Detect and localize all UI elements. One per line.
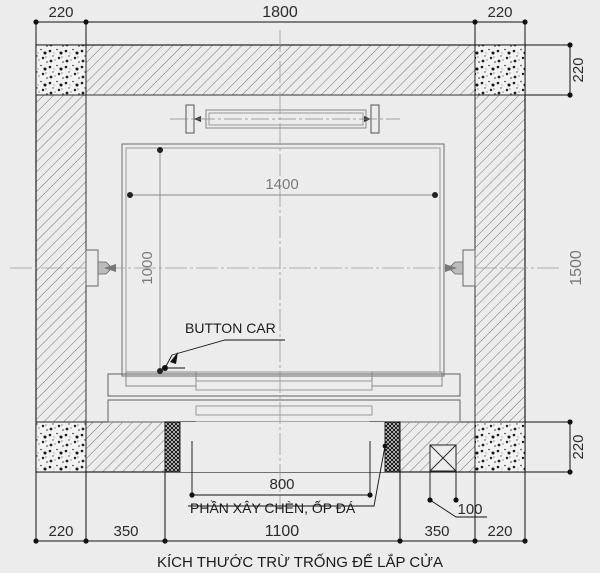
dim-top-left-220: 220 bbox=[48, 4, 73, 21]
dim-right-bottom-220: 220 bbox=[570, 434, 587, 459]
dimension-right: 220 1500 220 bbox=[525, 42, 587, 475]
car-inner-rect bbox=[125, 147, 441, 373]
dim-1400-label: 1400 bbox=[265, 176, 298, 193]
dim-800-label: 800 bbox=[269, 476, 294, 493]
infill-stone-label: PHẦN XÂY CHÈN, ỐP ĐÁ bbox=[190, 499, 356, 516]
door-opening-gap bbox=[180, 422, 385, 472]
annotation-button-car: BUTTON CAR bbox=[162, 320, 285, 371]
dimension-detail-100: 100 bbox=[427, 472, 487, 518]
wall-center-marker-left bbox=[85, 249, 116, 287]
sill-bar-inner-lower bbox=[195, 405, 373, 416]
dim-bottom-350-right: 350 bbox=[424, 523, 449, 540]
column-top-right bbox=[474, 44, 526, 96]
dim-bottom-350-left: 350 bbox=[113, 523, 138, 540]
sill-bar-outer-upper bbox=[107, 373, 461, 397]
column-bottom-right bbox=[474, 421, 526, 473]
button-car-label: BUTTON CAR bbox=[185, 320, 276, 336]
dimension-top: 220 1800 220 bbox=[33, 4, 528, 48]
dim-1000-label: 1000 bbox=[139, 251, 156, 284]
dim-right-top-220: 220 bbox=[570, 57, 587, 82]
page-title: KÍCH THƯỚC TRỪ TRỐNG ĐỂ LẮP CỬA bbox=[157, 553, 443, 571]
infill-wedges bbox=[164, 421, 401, 473]
wall-center-marker-right bbox=[445, 249, 476, 287]
dim-top-right-220: 220 bbox=[487, 4, 512, 21]
detail-square-box bbox=[429, 444, 457, 472]
sill-bar-inner-upper bbox=[195, 380, 373, 391]
elevator-car-outline bbox=[121, 143, 445, 377]
car-outer-rect bbox=[121, 143, 445, 377]
dim-right-center-1500: 1500 bbox=[568, 250, 585, 286]
annotation-infill-stone: PHẦN XÂY CHÈN, ỐP ĐÁ bbox=[188, 443, 388, 516]
dim-100-label: 100 bbox=[457, 501, 482, 518]
dimension-car-width: 1400 bbox=[127, 176, 438, 198]
centerlines bbox=[10, 30, 560, 510]
dimension-bottom: 220 350 1100 350 220 bbox=[33, 472, 528, 544]
column-top-left bbox=[35, 44, 87, 96]
dimension-car-depth: 1000 bbox=[139, 147, 163, 374]
dim-bottom-220-right: 220 bbox=[487, 523, 512, 540]
concrete-columns bbox=[35, 44, 526, 473]
dimension-door-clear: 800 bbox=[189, 441, 373, 498]
wall-center-markers bbox=[85, 249, 476, 287]
button-car-arrow-icon bbox=[170, 352, 178, 364]
header-beam-detail bbox=[170, 104, 400, 134]
column-bottom-left bbox=[35, 421, 87, 473]
dim-top-center-1800: 1800 bbox=[262, 4, 298, 21]
dim-bottom-220-left: 220 bbox=[48, 523, 73, 540]
drawing-title-group: KÍCH THƯỚC TRỪ TRỐNG ĐỂ LẮP CỬA bbox=[157, 553, 443, 571]
dim-bottom-1100: 1100 bbox=[265, 523, 300, 540]
